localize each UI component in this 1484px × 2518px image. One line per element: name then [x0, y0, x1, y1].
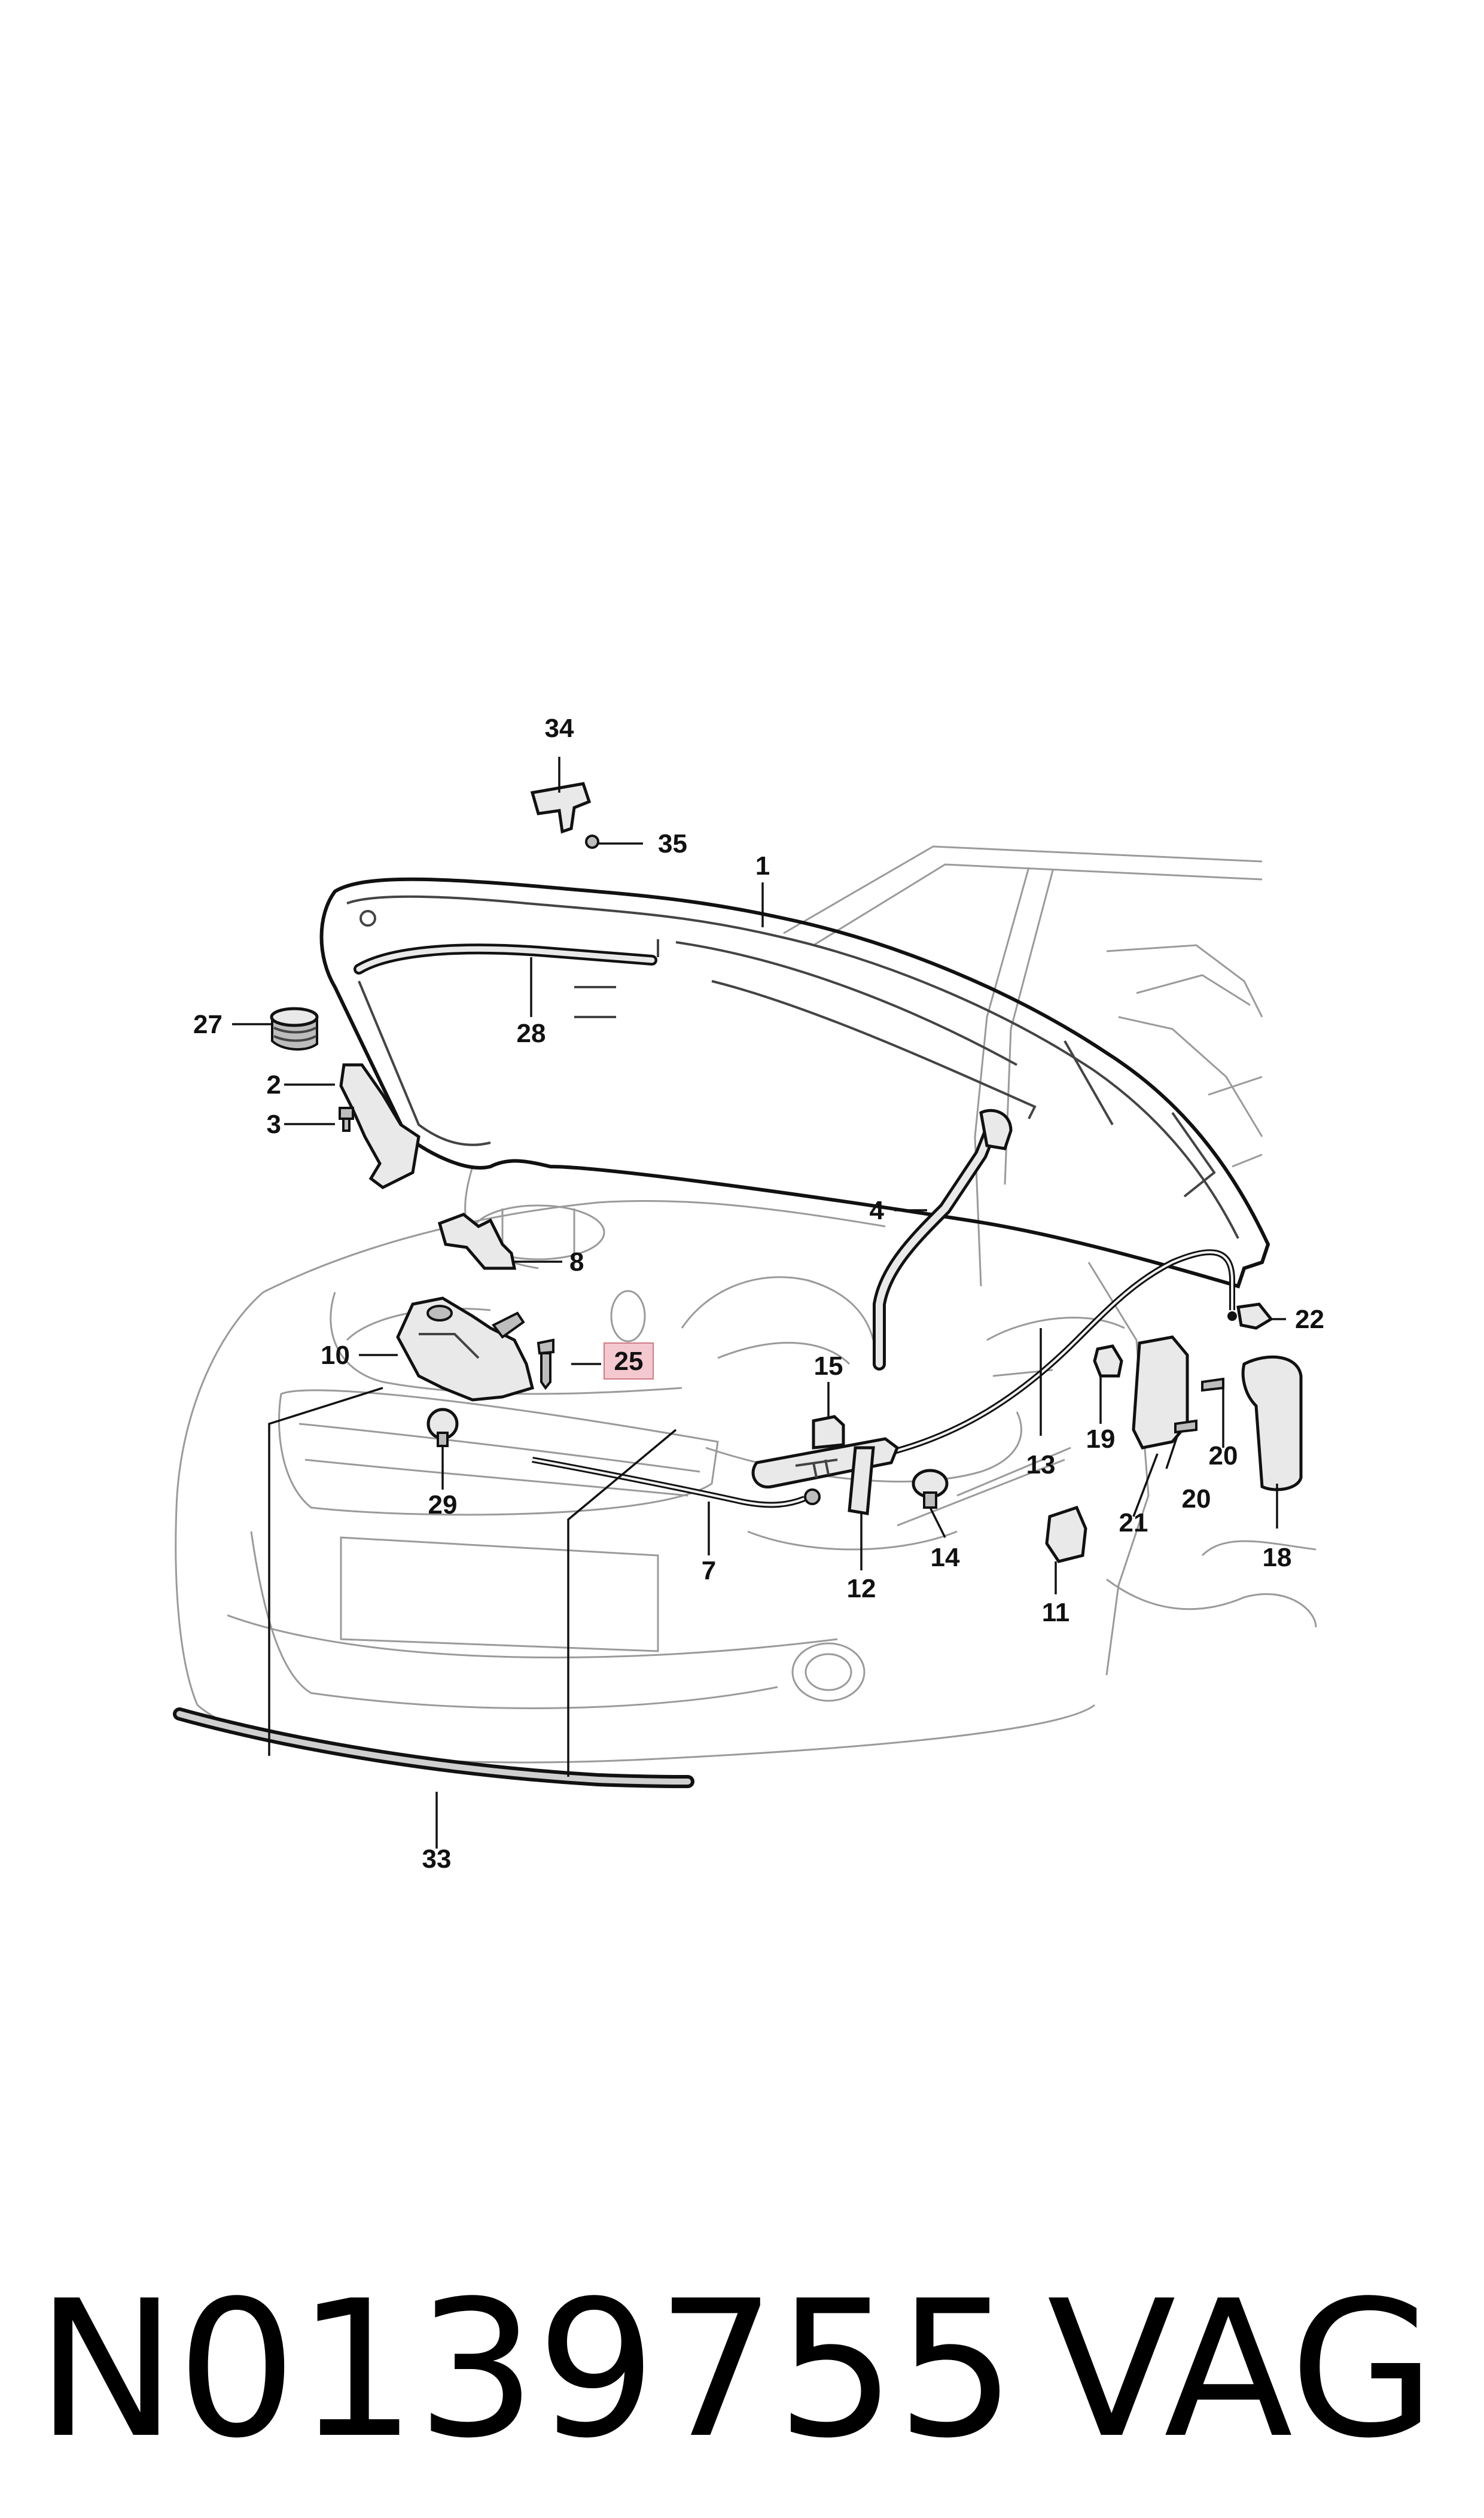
callout-20-lower: 20: [1182, 1484, 1211, 1514]
callout-labels: 34 35 1 27 28 2 3 4 8 22 10 25 15 19 20 …: [193, 714, 1324, 1874]
callout-12: 12: [847, 1574, 876, 1603]
clip-15: [812, 1415, 845, 1450]
screw-25: [537, 1338, 554, 1390]
callout-22: 22: [1295, 1305, 1324, 1334]
hood-panel: [319, 877, 1270, 1289]
callout-25: 25: [614, 1347, 644, 1376]
screw-35: [585, 835, 599, 849]
clip-22: [1236, 1302, 1273, 1330]
callout-14: 14: [931, 1543, 960, 1572]
clip-19: [1093, 1344, 1123, 1378]
release-lever: [751, 1437, 900, 1515]
callout-29: 29: [428, 1490, 458, 1520]
part-number: N0139755: [36, 2261, 1016, 2480]
highlight-box-25: [604, 1342, 654, 1380]
callout-33: 33: [422, 1844, 452, 1874]
callout-20-upper: 20: [1209, 1441, 1238, 1470]
callout-4: 4: [870, 1196, 885, 1225]
lock-carrier-part: [437, 1213, 517, 1270]
screw-20-upper: [1201, 1377, 1224, 1392]
brand-label: VAG: [1047, 2261, 1436, 2480]
bracket-11: [1045, 1505, 1087, 1563]
front-seal-strip: [173, 1707, 694, 1788]
callout-11: 11: [1042, 1598, 1070, 1627]
callout-3: 3: [267, 1110, 281, 1139]
callout-7: 7: [702, 1556, 716, 1585]
hood-lock: [396, 1296, 535, 1402]
callout-13: 13: [1026, 1450, 1056, 1479]
screw-20-lower: [1174, 1419, 1197, 1434]
callout-19: 19: [1086, 1424, 1116, 1454]
bolt-3: [339, 1107, 354, 1132]
clip-14: [912, 1469, 949, 1509]
release-handle: [1241, 1355, 1303, 1491]
hood-prop-rod: [873, 1109, 1013, 1371]
secondary-cable: [532, 1457, 821, 1508]
callout-8: 8: [569, 1247, 584, 1277]
car-body-outline: [175, 845, 1317, 1764]
callout-21: 21: [1119, 1508, 1148, 1537]
callout-10: 10: [321, 1341, 350, 1370]
callout-18: 18: [1263, 1543, 1292, 1572]
bolt-29: [426, 1408, 459, 1447]
callout-28: 28: [517, 1019, 546, 1048]
callout-35: 35: [658, 829, 687, 858]
leader-lines: [232, 757, 1286, 1849]
rubber-buffer: [270, 1007, 319, 1051]
callout-27: 27: [193, 1010, 223, 1039]
callout-15: 15: [814, 1351, 843, 1381]
callout-2: 2: [267, 1070, 281, 1100]
release-cable: [884, 1249, 1237, 1457]
callout-1: 1: [755, 851, 770, 881]
top-bracket: [530, 782, 592, 834]
callout-34: 34: [545, 714, 574, 743]
hood-seal-strip: [354, 943, 657, 975]
